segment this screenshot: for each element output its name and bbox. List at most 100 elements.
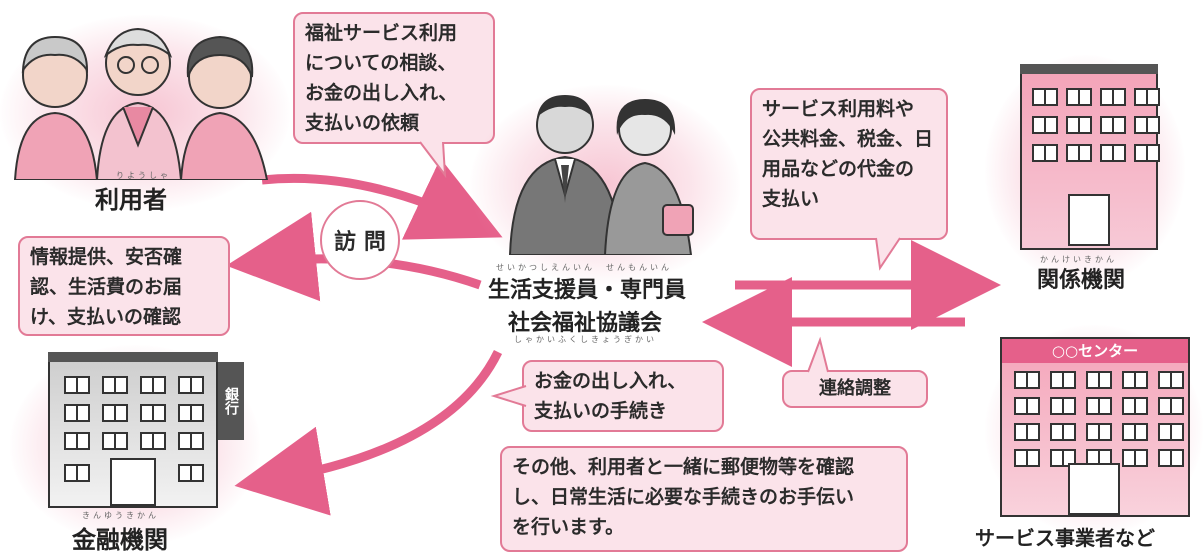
visit-badge: 訪 問 [320, 200, 400, 280]
support-staff-illustration [508, 95, 694, 255]
window [1066, 88, 1092, 106]
info-callout: 情報提供、安否確 認、生活費のお届 け、支払いの確認 [18, 236, 230, 336]
window [1086, 371, 1112, 389]
agencies-ruby: かんけいきかん [1040, 255, 1117, 264]
bank-sign: 銀行 [218, 362, 244, 440]
agencies-label: 関係機関 [1037, 268, 1126, 293]
payments-line: 支払い [762, 188, 820, 210]
agencies-door [1068, 194, 1110, 246]
info-line: け、支払いの確認 [30, 306, 182, 328]
window [178, 404, 204, 422]
window [1014, 449, 1040, 467]
window [1134, 88, 1160, 106]
window [1158, 449, 1184, 467]
bank-procedure-callout: お金の出し入れ、 支払いの手続き [522, 360, 724, 432]
bank-windows [64, 376, 204, 450]
arrow-center-to-bank [234, 350, 503, 516]
bank-label: 金融機関 [72, 526, 168, 554]
bank-procedure-callout-tail [490, 385, 527, 407]
window [1050, 371, 1076, 389]
window [64, 432, 90, 450]
bank-roof [48, 352, 218, 362]
bank-lower-window [178, 464, 204, 482]
bank-door [110, 458, 156, 506]
center-line1-ruby: せいかつしえんいん せんもんいん [496, 263, 672, 272]
window [1014, 371, 1040, 389]
window [1100, 144, 1126, 162]
center-line1-label: 生活支援員・専門員 [488, 278, 687, 303]
center-line2-ruby: しゃかいふくしきょうぎかい [514, 335, 657, 344]
window [1086, 397, 1112, 415]
bank-procedure-line: お金の出し入れ、 [534, 370, 687, 392]
window [1050, 397, 1076, 415]
visit-label: 訪 問 [334, 230, 386, 255]
window [1066, 144, 1092, 162]
providers-label: サービス事業者など [975, 526, 1155, 550]
arrow-user-to-center [261, 158, 503, 240]
request-line: 福祉サービス利用 [305, 22, 458, 44]
agencies-building [1020, 64, 1160, 250]
agencies-windows [1032, 88, 1160, 162]
bank-procedure-line: 支払いの手続き [534, 400, 668, 422]
window [140, 376, 166, 394]
window [64, 404, 90, 422]
payments-callout-tail [875, 237, 901, 271]
window [102, 432, 128, 450]
window [102, 404, 128, 422]
request-line: についての相談、 [305, 52, 457, 74]
payments-line: 公共料金、税金、日 [762, 128, 934, 150]
liaison-callout: 連絡調整 [782, 370, 928, 408]
payments-line: サービス利用料や [762, 98, 915, 120]
bank-ruby: きんゆうきかん [82, 511, 159, 520]
providers-sign-text: ○○センター [1051, 342, 1139, 360]
payments-line: 用品などの代金の [762, 158, 915, 180]
bank-building [48, 352, 218, 508]
providers-door [1068, 463, 1120, 515]
window [64, 376, 90, 394]
request-callout: 福祉サービス利用 についての相談、 お金の出し入れ、 支払いの依頼 [293, 12, 495, 144]
window [140, 404, 166, 422]
bank-lower-window [64, 464, 90, 482]
window [140, 432, 166, 450]
request-callout-tail [419, 141, 447, 179]
window [1134, 116, 1160, 134]
other-callout: その他、利用者と一緒に郵便物等を確認 し、日常生活に必要な手続きのお手伝い を行… [500, 446, 908, 552]
providers-sign: ○○センター [1002, 339, 1188, 363]
other-line: その他、利用者と一緒に郵便物等を確認 [512, 456, 855, 478]
window [1134, 144, 1160, 162]
window [102, 376, 128, 394]
request-line: 支払いの依頼 [305, 112, 420, 134]
window [1158, 397, 1184, 415]
window [1122, 371, 1148, 389]
info-line: 認、生活費のお届 [30, 276, 183, 298]
user-label: 利用者 [95, 186, 167, 214]
center-line2-label: 社会福祉協議会 [508, 311, 663, 336]
window [1122, 397, 1148, 415]
elderly-users-illustration [13, 27, 269, 180]
agencies-roof [1020, 64, 1158, 74]
window [1100, 116, 1126, 134]
other-line: し、日常生活に必要な手続きのお手伝い [512, 486, 855, 508]
providers-building: ○○センター [1000, 337, 1190, 517]
window [1066, 116, 1092, 134]
window [178, 376, 204, 394]
liaison-label: 連絡調整 [819, 378, 891, 399]
window [1122, 423, 1148, 441]
window [178, 432, 204, 450]
window [1158, 423, 1184, 441]
window [1100, 88, 1126, 106]
window [1050, 423, 1076, 441]
liaison-callout-tail [807, 336, 829, 373]
payments-callout: サービス利用料や 公共料金、税金、日 用品などの代金の 支払い [750, 88, 948, 240]
providers-windows [1014, 371, 1184, 467]
window [1086, 423, 1112, 441]
user-ruby: りようしゃ [116, 171, 171, 180]
request-line: お金の出し入れ、 [305, 82, 458, 104]
window [1032, 144, 1058, 162]
info-line: 情報提供、安否確 [30, 246, 183, 268]
window [1014, 423, 1040, 441]
window [1032, 88, 1058, 106]
bank-sign-text: 銀行 [223, 387, 239, 415]
window [1050, 449, 1076, 467]
other-line: を行います。 [512, 516, 625, 538]
